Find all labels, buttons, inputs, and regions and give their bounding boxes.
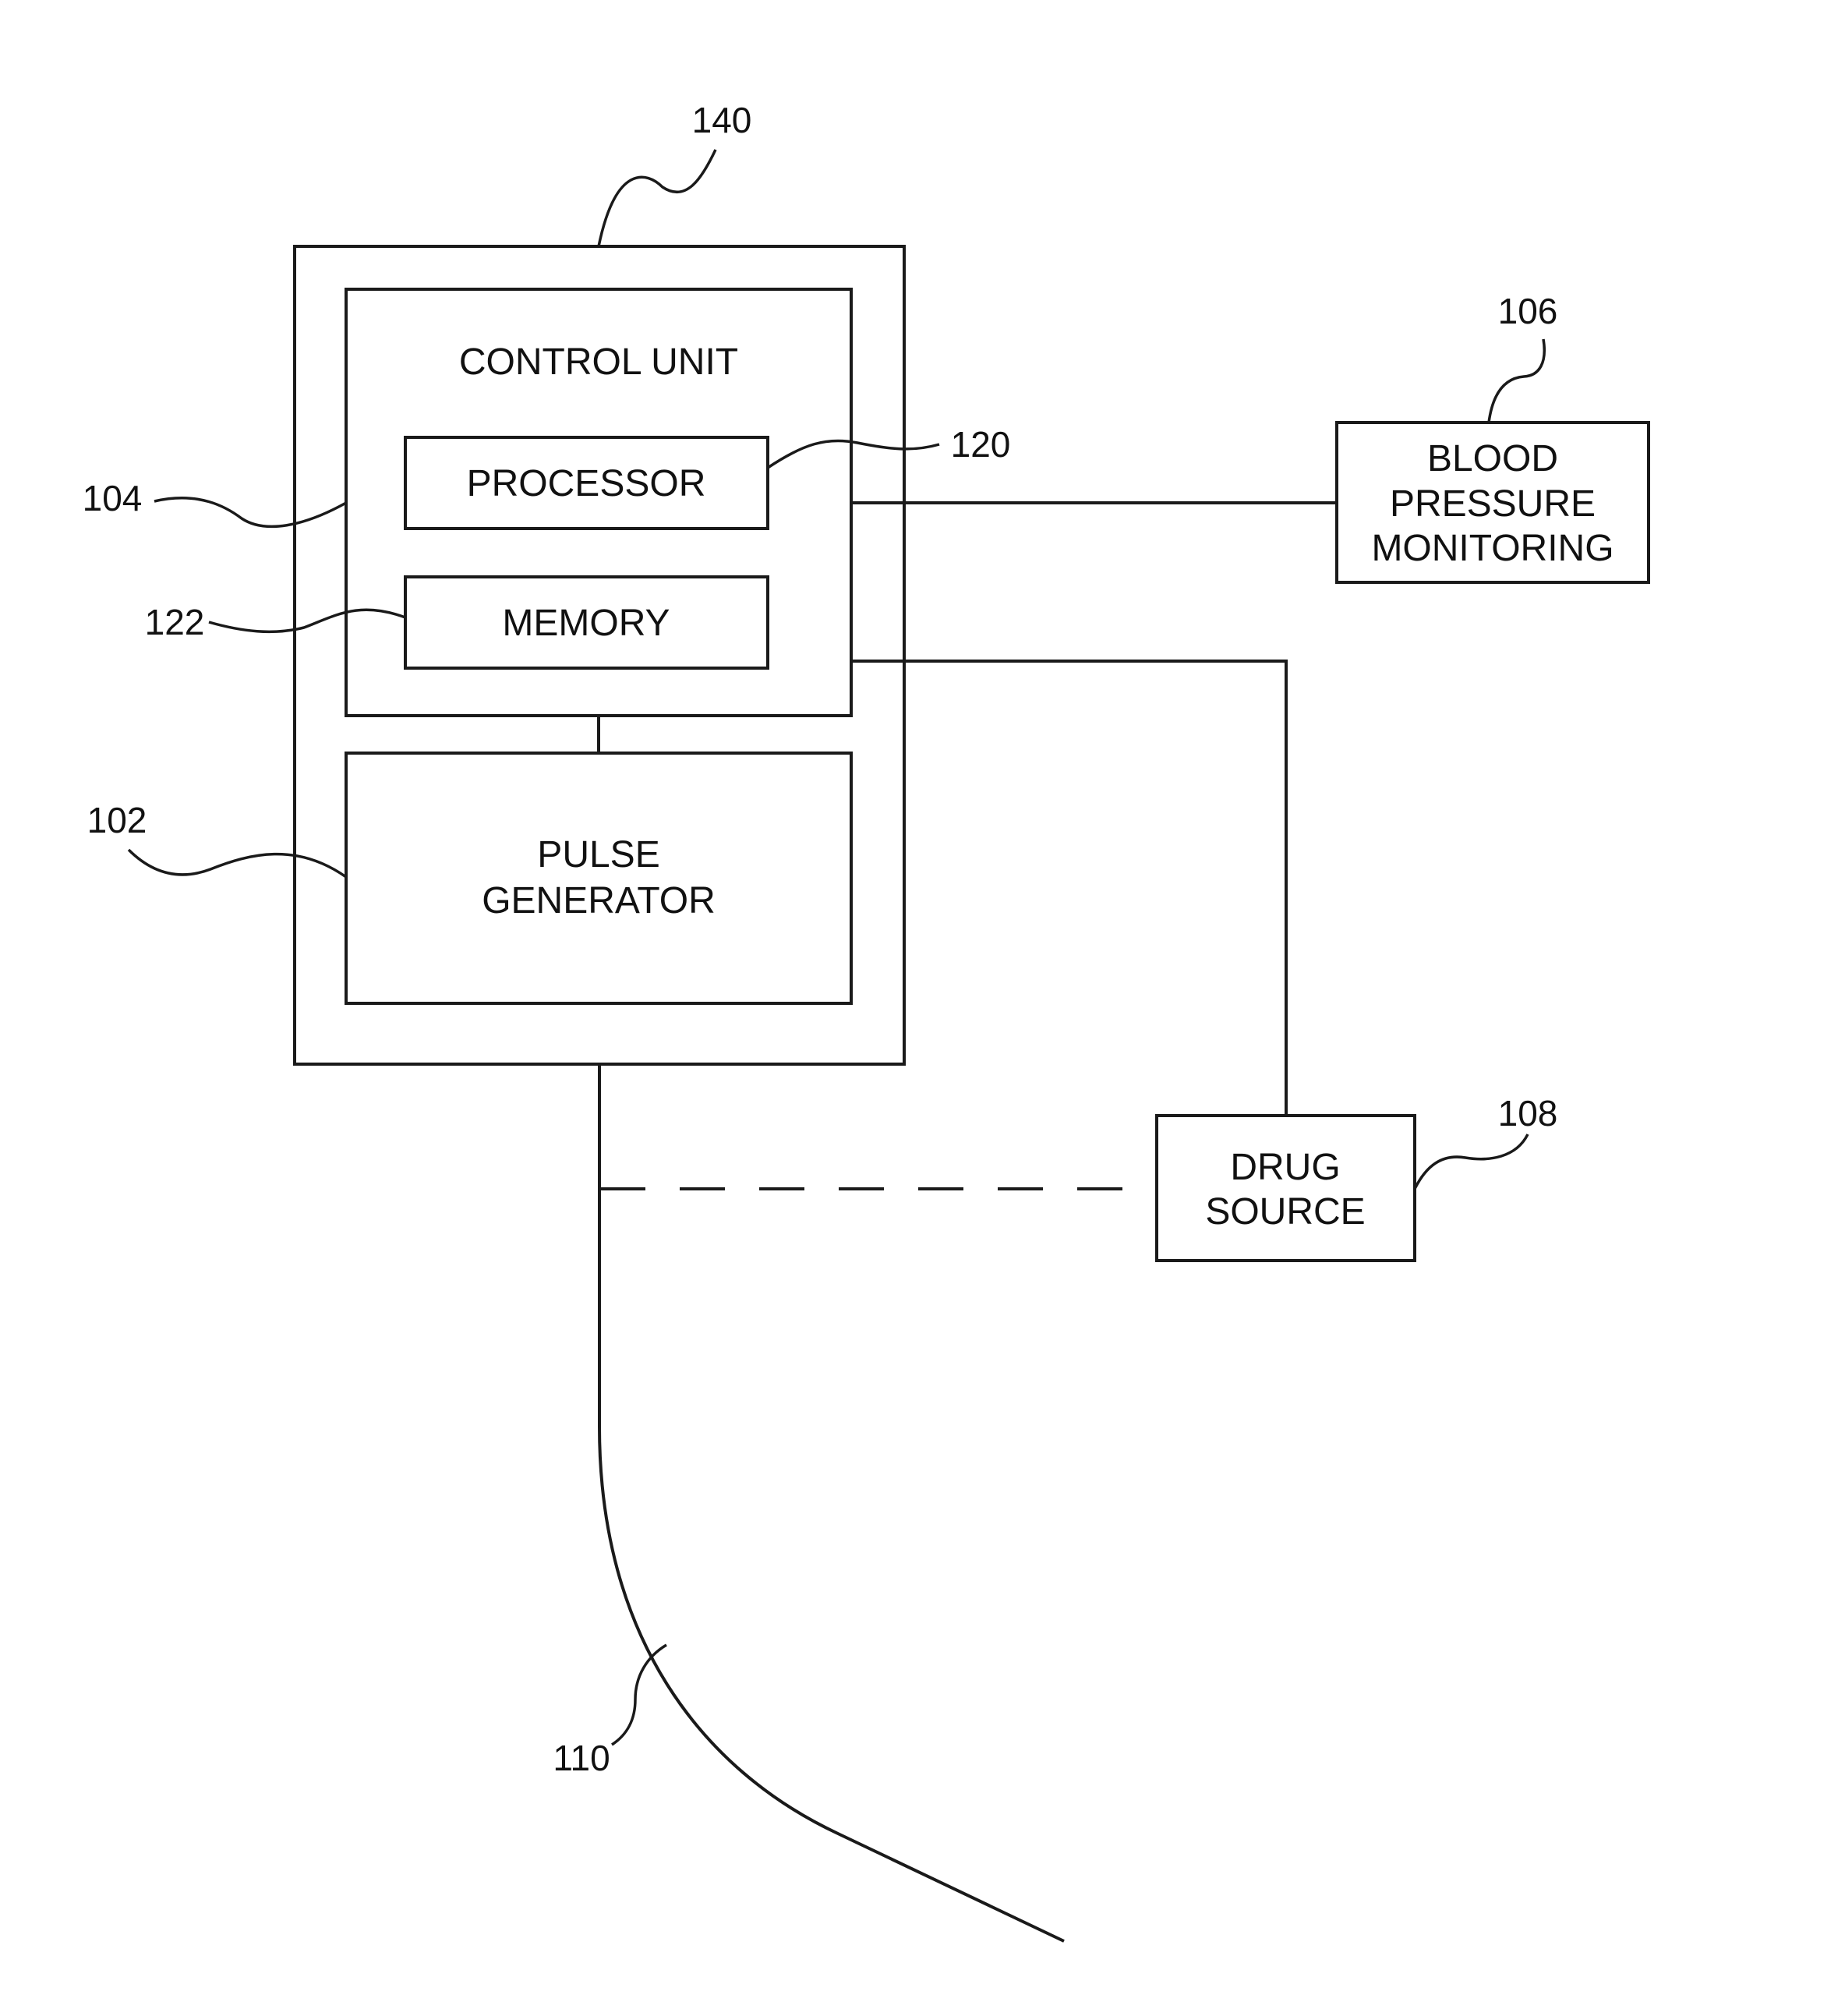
blood-pressure-label-line1: BLOOD [1427,438,1558,479]
ref-122: 122 [145,602,205,642]
leader-104 [154,498,346,527]
leader-110 [612,1645,666,1745]
drug-source-label-line1: DRUG [1230,1147,1340,1188]
leader-108 [1415,1134,1528,1189]
processor-label: PROCESSOR [467,463,706,504]
pulse-generator-label-line2: GENERATOR [482,880,716,921]
pulse-generator-box [346,753,851,1003]
leader-122 [209,610,405,631]
leader-120 [768,440,939,468]
ref-120: 120 [951,424,1011,465]
blood-pressure-label-line3: MONITORING [1371,528,1613,569]
leader-106 [1489,339,1544,423]
ref-104: 104 [83,478,143,518]
control-unit-label: CONTROL UNIT [459,341,738,383]
leader-140 [599,150,716,246]
memory-label: MEMORY [502,603,670,644]
ref-110: 110 [553,1738,610,1778]
drug-source-box [1157,1116,1415,1261]
ref-106: 106 [1498,291,1558,331]
leader-102 [129,850,346,877]
ref-140: 140 [692,100,752,140]
ref-108: 108 [1498,1093,1558,1134]
blood-pressure-label-line2: PRESSURE [1390,483,1596,525]
drug-source-label-line2: SOURCE [1205,1191,1365,1233]
lead-wire [599,1064,1064,1941]
ref-102: 102 [87,800,147,840]
pulse-generator-label-line1: PULSE [537,834,659,875]
control-to-drug-connector [851,661,1286,1116]
